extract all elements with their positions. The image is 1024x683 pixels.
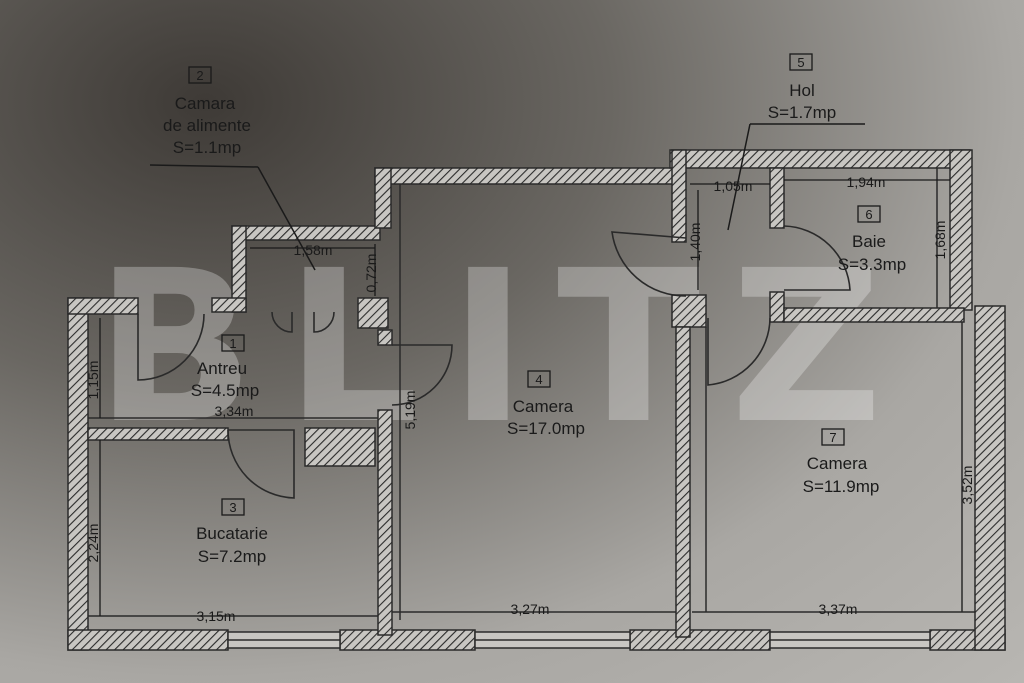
dim-baie-height: 1,68m <box>932 221 948 260</box>
dim-baie-width: 1,94m <box>847 174 886 190</box>
walls <box>67 149 1006 651</box>
room-5-name: Hol <box>789 81 815 100</box>
room-5-area: S=1.7mp <box>768 103 837 122</box>
room-6-area: S=3.3mp <box>838 255 907 274</box>
room-4-name: Camera <box>513 397 574 416</box>
room-3-name: Bucatarie <box>196 524 268 543</box>
room-1-name: Antreu <box>197 359 247 378</box>
room-2-name-line2: de alimente <box>163 116 251 135</box>
room-number-1: 1 <box>229 336 236 351</box>
dim-camara-width: 1,58m <box>294 242 333 258</box>
inner-lines <box>88 168 975 620</box>
room-number-7: 7 <box>829 430 836 445</box>
room-number-2: 2 <box>196 68 203 83</box>
room-6-name: Baie <box>852 232 886 251</box>
room-2-area: S=1.1mp <box>173 138 242 157</box>
room-number-3: 3 <box>229 500 236 515</box>
dim-camera4-width: 3,27m <box>511 601 550 617</box>
dim-bucatarie-width: 3,15m <box>197 608 236 624</box>
room-2-name-line1: Camara <box>175 94 236 113</box>
room-7-area: S=11.9mp <box>803 477 880 496</box>
dim-bucatarie-height: 2,24m <box>85 524 101 563</box>
room-7-name: Camera <box>807 454 868 473</box>
room-4-area: S=17.0mp <box>507 419 585 438</box>
dim-hol-height: 1,40m <box>687 223 703 262</box>
room-3-area: S=7.2mp <box>198 547 267 566</box>
dim-antreu-width: 3,34m <box>215 403 254 419</box>
dim-hol-width: 1,05m <box>714 178 753 194</box>
room-number-boxes <box>188 53 881 516</box>
dim-camera4-height: 5,19m <box>402 391 418 430</box>
dim-antreu-height: 1,15m <box>85 361 101 400</box>
dimension-lines <box>99 179 950 616</box>
doors <box>137 225 851 499</box>
leader-lines <box>149 123 865 271</box>
windows <box>227 631 931 649</box>
dim-camera7-width: 3,37m <box>819 601 858 617</box>
dim-camara-height: 0,72m <box>363 254 379 293</box>
room-number-4: 4 <box>535 372 542 387</box>
dim-camera7-height: 3,52m <box>959 466 975 505</box>
room-number-6: 6 <box>865 207 872 222</box>
room-1-area: S=4.5mp <box>191 381 260 400</box>
room-number-5: 5 <box>797 55 804 70</box>
